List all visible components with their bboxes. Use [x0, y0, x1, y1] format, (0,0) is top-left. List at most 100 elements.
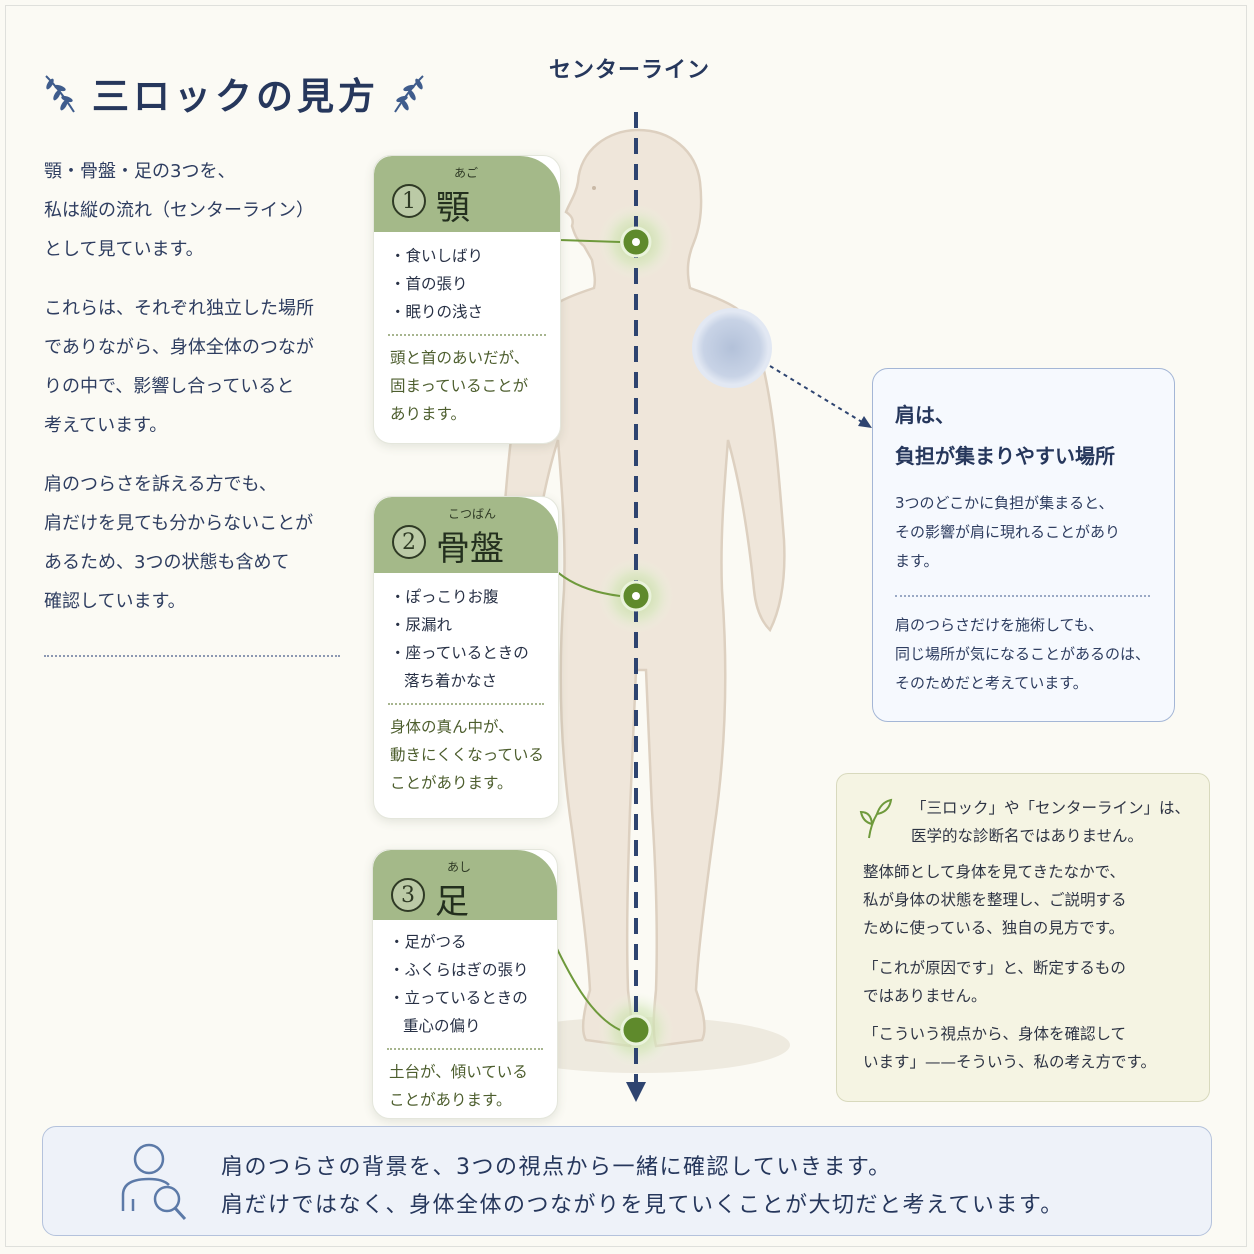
card-title: 足: [435, 882, 469, 922]
note-line: 身体の真ん中が、: [390, 718, 514, 736]
note-line: 固まっていることが: [390, 377, 529, 395]
text-line: 肩のつらさだけを施術しても、: [895, 616, 1104, 634]
card-ruby: あし: [447, 860, 472, 874]
text-line: います」——そういう、私の考え方です。: [863, 1053, 1156, 1071]
card-number: 2: [392, 525, 426, 559]
intro-line: として見ています。: [44, 239, 204, 260]
list-item: ・首の張り: [390, 275, 468, 293]
disclaimer-lead: 「三ロック」や「センターライン」は、 医学的な診断名ではありません。: [911, 794, 1190, 850]
list-item: ・立っているときの: [389, 989, 528, 1007]
card-divider: [387, 1048, 543, 1050]
shoulder-box-divider: [895, 595, 1150, 597]
shoulder-box-title: 肩は、 負担が集まりやすい場所: [895, 395, 1115, 477]
intro-line: でありながら、身体全体のつなが: [44, 337, 314, 358]
list-item: ・ぽっこりお腹: [390, 588, 499, 606]
center-line-label: センターライン: [549, 58, 711, 83]
text-line: 整体師として身体を見てきたなかで、: [863, 863, 1125, 881]
shoulder-box-text: 肩のつらさだけを施術しても、 同じ場所が気になることがあるのは、 そのためだと考…: [895, 611, 1165, 698]
note-line: ことがあります。: [390, 774, 513, 792]
intro-line: 肩だけを見ても分からないことが: [44, 513, 314, 534]
disclaimer-paragraph: 整体師として身体を見てきたなかで、 私が身体の状態を整理し、ご説明する ために使…: [863, 858, 1127, 942]
person-search-icon: [121, 1143, 187, 1221]
list-item: ・ふくらはぎの張り: [389, 961, 529, 979]
card-note: 土台が、傾いている ことがあります。: [373, 1050, 557, 1114]
symptom-list: ・食いしばり ・首の張り ・眠りの浅さ: [374, 232, 560, 326]
intro-line: あるため、3つの状態も含めて: [44, 552, 290, 573]
shoulder-marker: [692, 308, 772, 388]
list-item: 重心の偏り: [403, 1017, 481, 1035]
title-row: 三ロックの見方: [40, 62, 430, 122]
list-item: ・足がつる: [389, 933, 467, 951]
card-divider: [388, 334, 546, 336]
page-title: 三ロックの見方: [92, 75, 379, 118]
list-item: ・座っているときの: [390, 644, 529, 662]
pelvis-marker: [620, 580, 652, 612]
text-line: 3つのどこかに負担が集まると、: [895, 494, 1114, 512]
card-foot: 3 あし 足 ・足がつる ・ふくらはぎの張り ・立っているときの 重心の偏り 土…: [372, 849, 558, 1119]
note-line: 土台が、傾いている: [389, 1063, 528, 1081]
card-note: 頭と首のあいだが、 固まっていることが あります。: [374, 336, 560, 428]
text-line: ます。: [895, 552, 939, 570]
intro-line: 確認しています。: [44, 591, 186, 612]
intro-line: これらは、それぞれ独立した場所: [44, 298, 314, 319]
jaw-marker: [620, 226, 652, 258]
disclaimer-box: 「三ロック」や「センターライン」は、 医学的な診断名ではありません。 整体師とし…: [836, 773, 1210, 1102]
card-pelvis: 2 こつばん 骨盤 ・ぽっこりお腹 ・尿漏れ ・座っているときの 落ち着かなさ …: [373, 496, 559, 819]
intro-paragraph: 顎・骨盤・足の3つを、 私は縦の流れ（センターライン） として見ています。: [44, 152, 354, 269]
note-line: ことがあります。: [389, 1091, 512, 1109]
symptom-list: ・足がつる ・ふくらはぎの張り ・立っているときの 重心の偏り: [373, 920, 557, 1040]
bottom-line-1: 肩のつらさの背景を、3つの視点から一緒に確認していきます。: [221, 1155, 892, 1180]
text-line: ではありません。: [863, 987, 987, 1005]
intro-line: りの中で、影響し合っていると: [44, 376, 295, 397]
card-title: 骨盤: [436, 529, 504, 569]
text-line: そのためだと考えています。: [895, 674, 1088, 692]
text-line: 同じ場所が気になることがあるのは、: [895, 645, 1151, 663]
intro-line: 考えています。: [44, 415, 168, 436]
card-ruby: こつばん: [448, 507, 497, 521]
text-line: 「こういう視点から、身体を確認して: [863, 1025, 1127, 1043]
card-divider: [388, 703, 544, 705]
text-line: 「三ロック」や「センターライン」は、: [911, 799, 1191, 817]
intro-line: 肩のつらさを訴える方でも、: [44, 474, 277, 495]
shoulder-box-text: 3つのどこかに負担が集まると、 その影響が肩に現れることがあり ます。: [895, 489, 1165, 576]
note-line: 動きにくくなっている: [390, 746, 544, 764]
list-item: 落ち着かなさ: [404, 672, 498, 690]
symptom-list: ・ぽっこりお腹 ・尿漏れ ・座っているときの 落ち着かなさ: [374, 573, 558, 695]
text-line: 「これが原因です」と、断定するもの: [863, 959, 1126, 977]
intro-divider: [44, 655, 340, 657]
intro-paragraph: これらは、それぞれ独立した場所 でありながら、身体全体のつなが りの中で、影響し…: [44, 289, 354, 445]
list-item: ・眠りの浅さ: [390, 303, 484, 321]
body-figure: [490, 110, 790, 1102]
intro-line: 私は縦の流れ（センターライン）: [44, 200, 314, 221]
disclaimer-paragraph: 「こういう視点から、身体を確認して います」——そういう、私の考え方です。: [863, 1020, 1156, 1076]
card-ruby: あご: [454, 166, 479, 180]
title-line: 負担が集まりやすい場所: [895, 444, 1115, 468]
bottom-banner: 肩のつらさの背景を、3つの視点から一緒に確認していきます。 肩だけではなく、身体…: [42, 1126, 1212, 1236]
card-jaw: 1 あご 顎 ・食いしばり ・首の張り ・眠りの浅さ 頭と首のあいだが、 固まっ…: [373, 155, 561, 444]
card-note: 身体の真ん中が、 動きにくくなっている ことがあります。: [374, 705, 558, 797]
shoulder-box: 肩は、 負担が集まりやすい場所 3つのどこかに負担が集まると、 その影響が肩に現…: [872, 368, 1175, 722]
card-header: 3 あし 足: [373, 850, 557, 922]
page-frame: [5, 5, 1247, 1247]
card-title: 顎: [436, 188, 470, 228]
leaf-icon: [394, 75, 424, 113]
sprout-icon: [859, 798, 893, 839]
card-number: 1: [392, 184, 426, 218]
foot-marker: [620, 1014, 652, 1046]
leaf-icon: [45, 75, 75, 113]
text-line: ために使っている、独自の見方です。: [863, 919, 1125, 937]
card-number: 3: [391, 878, 425, 912]
intro-line: 顎・骨盤・足の3つを、: [44, 161, 236, 182]
title-line: 肩は、: [895, 403, 955, 427]
card-header: 2 こつばん 骨盤: [374, 497, 558, 573]
list-item: ・尿漏れ: [390, 616, 453, 634]
intro-text: 顎・骨盤・足の3つを、 私は縦の流れ（センターライン） として見ています。 これ…: [44, 152, 354, 641]
center-line-arrow: [626, 1082, 646, 1102]
text-line: その影響が肩に現れることがあり: [895, 523, 1121, 541]
note-line: 頭と首のあいだが、: [390, 349, 530, 367]
intro-paragraph: 肩のつらさを訴える方でも、 肩だけを見ても分からないことが あるため、3つの状態…: [44, 465, 354, 621]
bottom-line-2: 肩だけではなく、身体全体のつながりを見ていくことが大切だと考えています。: [221, 1193, 1064, 1218]
text-line: 私が身体の状態を整理し、ご説明する: [863, 891, 1127, 909]
card-header: 1 あご 顎: [374, 156, 560, 232]
disclaimer-paragraph: 「これが原因です」と、断定するもの ではありません。: [863, 954, 1126, 1010]
